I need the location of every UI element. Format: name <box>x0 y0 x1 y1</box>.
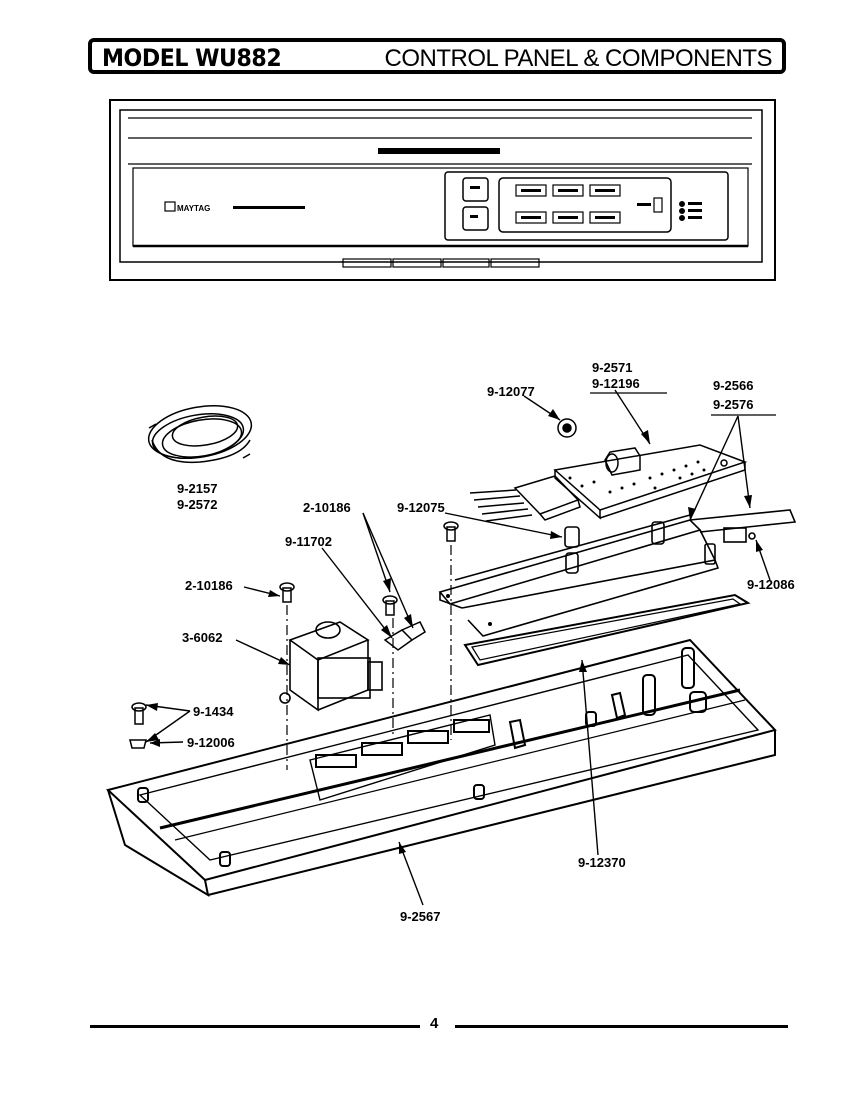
label-harness-2: 9-2572 <box>177 497 217 512</box>
assembly-guide-lines <box>286 545 452 770</box>
transformer-drawing <box>279 621 383 712</box>
label-bracket-right: 9-12086 <box>747 577 795 592</box>
label-nut: 9-12077 <box>487 384 535 399</box>
gasket-drawing <box>463 593 751 667</box>
label-screw-center: 2-10186 <box>303 500 351 515</box>
base-tray-drawing <box>105 638 777 898</box>
label-cap: 9-12006 <box>187 735 235 750</box>
leader-arrowheads <box>146 409 763 854</box>
label-screw-small: 9-1434 <box>193 704 234 719</box>
control-panel-front-view <box>109 99 776 281</box>
board-dots <box>568 460 706 494</box>
label-bracket-1: 9-2566 <box>713 378 753 393</box>
label-transformer: 3-6062 <box>182 630 222 645</box>
brand-label: MAYTAG <box>177 204 210 213</box>
section-title: CONTROL PANEL & COMPONENTS <box>384 45 773 72</box>
label-screw-left: 2-10186 <box>185 578 233 593</box>
footer-rule-right <box>455 1025 788 1028</box>
label-board-2: 9-12196 <box>592 376 640 391</box>
label-spacer: 9-12075 <box>397 500 445 515</box>
bracket-holes <box>446 594 492 626</box>
label-clip: 9-11702 <box>285 534 332 549</box>
footer-rule-left <box>90 1025 420 1028</box>
screw-drawings <box>129 521 459 749</box>
clip-drawing <box>383 621 426 651</box>
label-harness-1: 9-2157 <box>177 481 217 496</box>
model-title: MODEL WU882 <box>102 44 282 72</box>
wire-harness-drawing <box>147 405 253 464</box>
part-labels: 9-2157 9-2572 9-12077 9-2571 9-12196 9-2… <box>177 360 795 924</box>
label-gasket: 9-12370 <box>578 855 626 870</box>
label-bracket-2: 9-2576 <box>713 397 753 412</box>
mounting-bracket-drawing <box>438 509 797 637</box>
leader-lines <box>145 389 771 906</box>
panel-printed-markings <box>233 186 702 219</box>
page-number: 4 <box>430 1015 439 1032</box>
nut-drawing <box>557 418 577 438</box>
maytag-logo: MAYTAG <box>164 201 210 213</box>
header-banner: MODEL WU882 CONTROL PANEL & COMPONENTS <box>88 38 786 74</box>
label-board-1: 9-2571 <box>592 360 632 375</box>
control-board-drawing <box>469 444 748 522</box>
label-panel-base: 9-2567 <box>400 909 440 924</box>
